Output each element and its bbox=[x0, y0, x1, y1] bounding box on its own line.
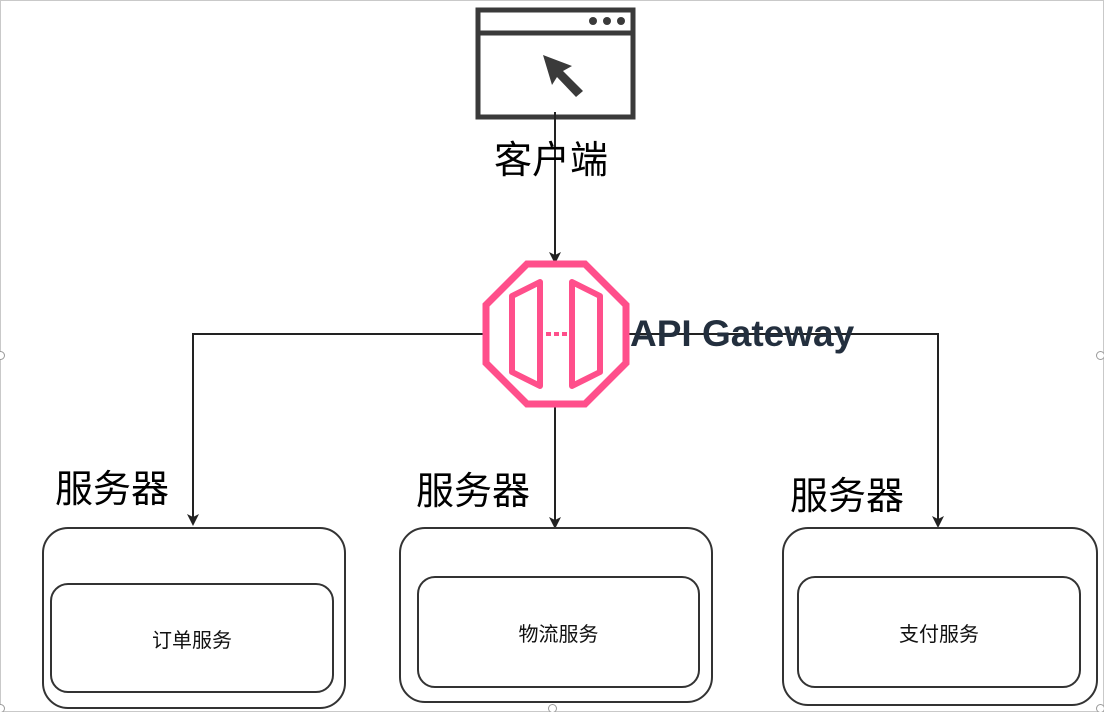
server-group-label-order: 服务器 bbox=[55, 467, 170, 511]
service-box-payment[interactable]: 支付服务 bbox=[797, 576, 1081, 688]
gateway-to-payment-arrow bbox=[627, 333, 944, 528]
resize-handle-bottom-right[interactable] bbox=[1096, 704, 1104, 712]
service-box-order[interactable]: 订单服务 bbox=[50, 583, 334, 693]
service-label-logistics: 物流服务 bbox=[518, 621, 599, 646]
gateway-to-order-arrow bbox=[187, 333, 487, 526]
resize-handle-right[interactable] bbox=[1096, 351, 1104, 360]
server-group-label-payment: 服务器 bbox=[790, 474, 905, 518]
resize-handle-bottom-left[interactable] bbox=[0, 704, 5, 712]
service-label-order: 订单服务 bbox=[152, 627, 232, 652]
resize-handle-left[interactable] bbox=[0, 351, 5, 360]
client-label: 客户端 bbox=[494, 138, 609, 182]
service-box-logistics[interactable]: 物流服务 bbox=[417, 576, 700, 688]
browser-window-cursor-icon bbox=[475, 7, 636, 120]
service-label-payment: 支付服务 bbox=[899, 621, 979, 646]
gateway-label: API Gateway bbox=[630, 313, 855, 354]
api-gateway-octagon-icon bbox=[482, 260, 630, 408]
server-group-label-logistics: 服务器 bbox=[416, 469, 531, 513]
resize-handle-bottom-center[interactable] bbox=[548, 704, 557, 712]
